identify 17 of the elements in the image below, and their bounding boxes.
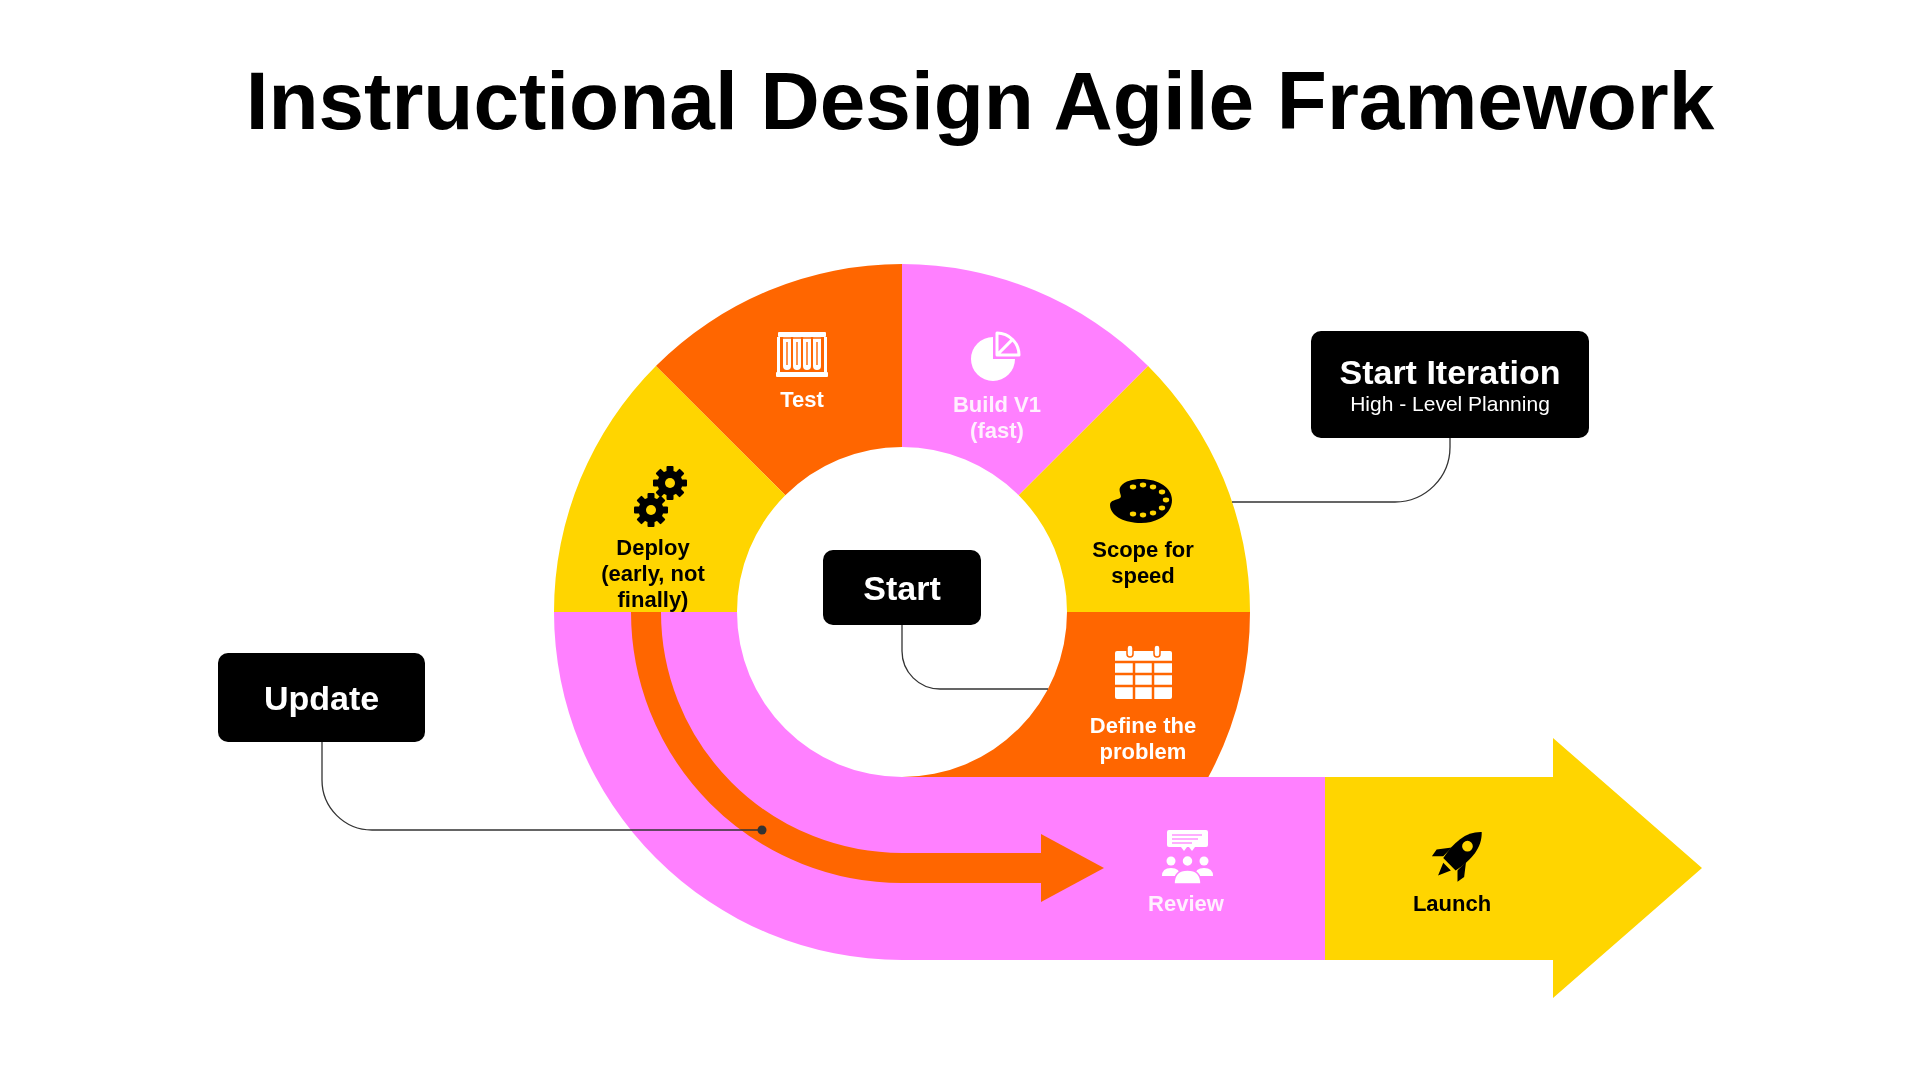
callout-panel bbox=[823, 550, 981, 625]
callout-title: Start Iteration bbox=[1339, 352, 1561, 391]
leader-line bbox=[321, 741, 767, 835]
step-label: Scope for speed bbox=[1091, 537, 1195, 589]
callout-panel bbox=[218, 653, 425, 742]
callout-title: Start bbox=[863, 568, 941, 607]
step-label: Launch bbox=[1412, 891, 1492, 917]
leader-line bbox=[1231, 437, 1451, 503]
step-label: Define the problem bbox=[1088, 713, 1198, 765]
callout-subtitle: High - Level Planning bbox=[1350, 390, 1550, 417]
step-label: Deploy (early, not finally) bbox=[600, 535, 706, 613]
callout-panel bbox=[1311, 331, 1589, 438]
callout-title: Update bbox=[263, 678, 380, 717]
step-label: Review bbox=[1148, 891, 1224, 917]
leader-line bbox=[901, 624, 1049, 690]
step-label: Build V1 (fast) bbox=[952, 392, 1042, 444]
step-label: Test bbox=[780, 387, 824, 413]
